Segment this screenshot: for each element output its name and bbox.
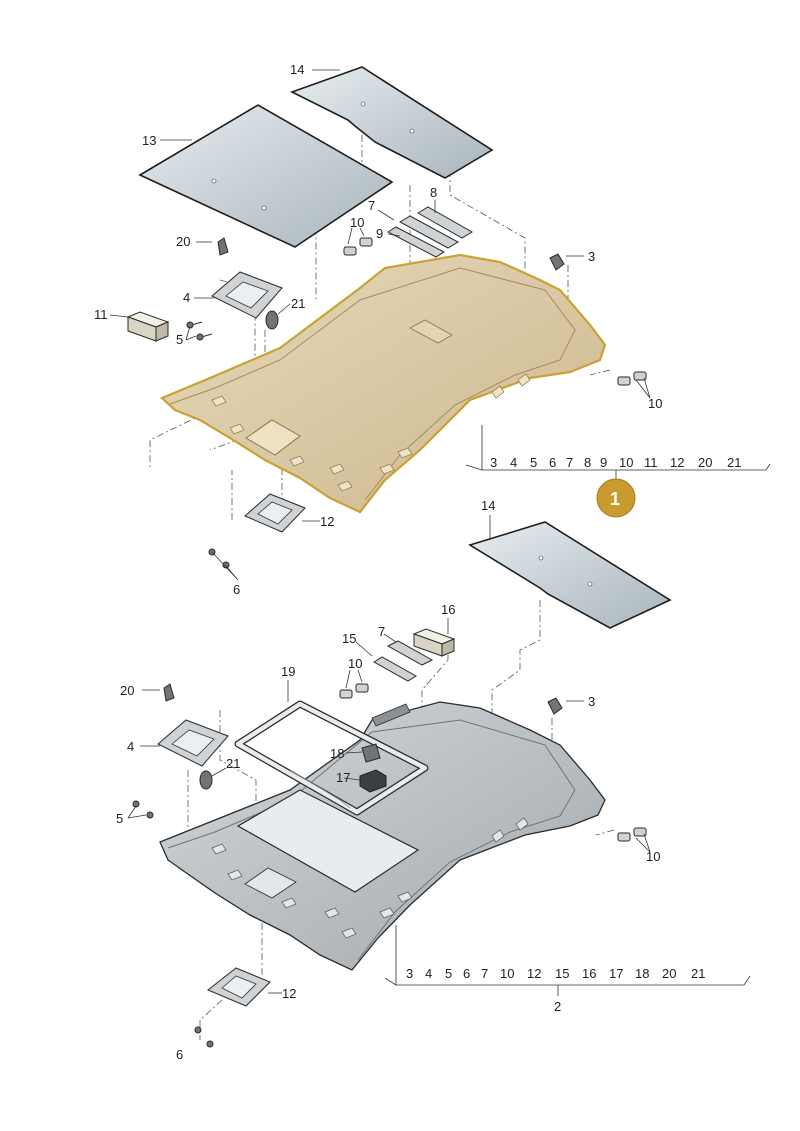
screws-6-upper <box>208 548 230 569</box>
rear-glass-panel-14 <box>289 66 494 179</box>
screws-5-lower <box>132 800 154 819</box>
label-21-lower: 21 <box>226 756 240 771</box>
seq-item: 21 <box>727 455 741 470</box>
seq-item: 16 <box>582 966 596 981</box>
label-14-upper: 14 <box>290 62 304 77</box>
label-10a-upper: 10 <box>350 215 364 230</box>
strip-15-lower <box>373 656 417 682</box>
label-3-upper: 3 <box>588 249 595 264</box>
label-10b-upper: 10 <box>648 396 662 411</box>
lamp-12-lower <box>207 967 271 1007</box>
label-9-upper: 9 <box>376 226 383 241</box>
label-16-lower: 16 <box>441 602 455 617</box>
lower-assembly: 14 16 15 7 10 19 3 20 4 18 21 17 5 10 12… <box>116 498 751 1062</box>
label-3-lower: 3 <box>588 694 595 709</box>
seal-strips-upper <box>386 206 473 258</box>
upper-included-parts-sequence: 3 4 5 6 7 8 9 10 11 12 20 21 <box>490 455 741 470</box>
headliner-slots-upper <box>211 373 531 492</box>
label-8-upper: 8 <box>430 185 437 200</box>
seq-item: 10 <box>619 455 633 470</box>
label-7-upper: 7 <box>368 198 375 213</box>
seq-item: 20 <box>662 966 676 981</box>
label-12-upper: 12 <box>320 514 334 529</box>
label-6-upper: 6 <box>233 582 240 597</box>
seq-item: 11 <box>644 455 658 470</box>
label-10a-lower: 10 <box>348 656 362 671</box>
label-15-lower: 15 <box>342 631 356 646</box>
seq-item: 3 <box>406 966 413 981</box>
seq-item: 12 <box>527 966 541 981</box>
upper-leader-lines <box>109 69 771 581</box>
label-17-lower: 17 <box>336 770 350 785</box>
seq-item: 21 <box>691 966 705 981</box>
clip-20-upper <box>217 237 229 256</box>
label-4-upper: 4 <box>183 290 190 305</box>
seq-item: 4 <box>425 966 432 981</box>
seq-item: 12 <box>670 455 684 470</box>
clip-20-lower <box>163 683 175 702</box>
seq-item: 5 <box>445 966 452 981</box>
screws-6-lower <box>194 1026 214 1048</box>
lower-included-parts-sequence: 3 4 5 6 7 10 12 15 16 17 18 20 21 <box>406 966 705 981</box>
label-10b-lower: 10 <box>646 849 660 864</box>
console-4-upper <box>211 271 283 319</box>
label-6-lower: 6 <box>176 1047 183 1062</box>
part-21-upper <box>265 310 279 330</box>
label-18-lower: 18 <box>330 746 344 761</box>
console-4-lower <box>157 719 229 767</box>
label-19-lower: 19 <box>281 664 295 679</box>
bracket-3-upper <box>549 253 565 271</box>
seq-item: 5 <box>530 455 537 470</box>
lower-leader-lines <box>127 515 751 996</box>
clips-10-lower <box>339 683 647 842</box>
badge-number: 1 <box>610 489 620 509</box>
seq-item: 20 <box>698 455 712 470</box>
seq-item: 6 <box>463 966 470 981</box>
seq-item: 7 <box>481 966 488 981</box>
front-glass-panel-13 <box>138 104 394 248</box>
group-label-2: 2 <box>554 999 561 1014</box>
block-11 <box>126 311 170 342</box>
headliner-slots-lower <box>211 817 529 939</box>
seq-item: 10 <box>500 966 514 981</box>
seq-item: 4 <box>510 455 517 470</box>
assembly-badge-1: 1 <box>596 478 636 518</box>
sunroof-opening <box>236 789 420 893</box>
label-5-upper: 5 <box>176 332 183 347</box>
lamp-12-upper <box>244 493 306 533</box>
part-21-lower <box>199 770 213 790</box>
seq-item: 3 <box>490 455 497 470</box>
seq-item: 6 <box>549 455 556 470</box>
label-5-lower: 5 <box>116 811 123 826</box>
label-21-upper: 21 <box>291 296 305 311</box>
label-20-upper: 20 <box>176 234 190 249</box>
upper-assembly: 14 13 8 7 10 9 3 20 4 21 11 5 10 12 6 3 … <box>94 62 771 597</box>
seq-item: 15 <box>555 966 569 981</box>
label-7-lower: 7 <box>378 624 385 639</box>
clips-10-upper <box>343 237 647 386</box>
seq-item: 7 <box>566 455 573 470</box>
strip-7-lower <box>386 640 434 666</box>
block-16 <box>412 628 456 657</box>
label-11-upper: 11 <box>94 307 108 322</box>
seq-item: 9 <box>600 455 607 470</box>
seq-item: 17 <box>609 966 623 981</box>
screws-5-upper <box>186 321 213 341</box>
bracket-3-lower <box>547 697 563 715</box>
label-13-upper: 13 <box>142 133 156 148</box>
seq-item: 18 <box>635 966 649 981</box>
label-14-lower: 14 <box>481 498 495 513</box>
part-17 <box>359 769 387 793</box>
part-18 <box>361 743 381 763</box>
label-4-lower: 4 <box>127 739 134 754</box>
sunroof-frame-19 <box>234 700 429 816</box>
label-12-lower: 12 <box>282 986 296 1001</box>
rear-glass-panel-14-lower <box>468 521 672 629</box>
label-20-lower: 20 <box>120 683 134 698</box>
seq-item: 8 <box>584 455 591 470</box>
